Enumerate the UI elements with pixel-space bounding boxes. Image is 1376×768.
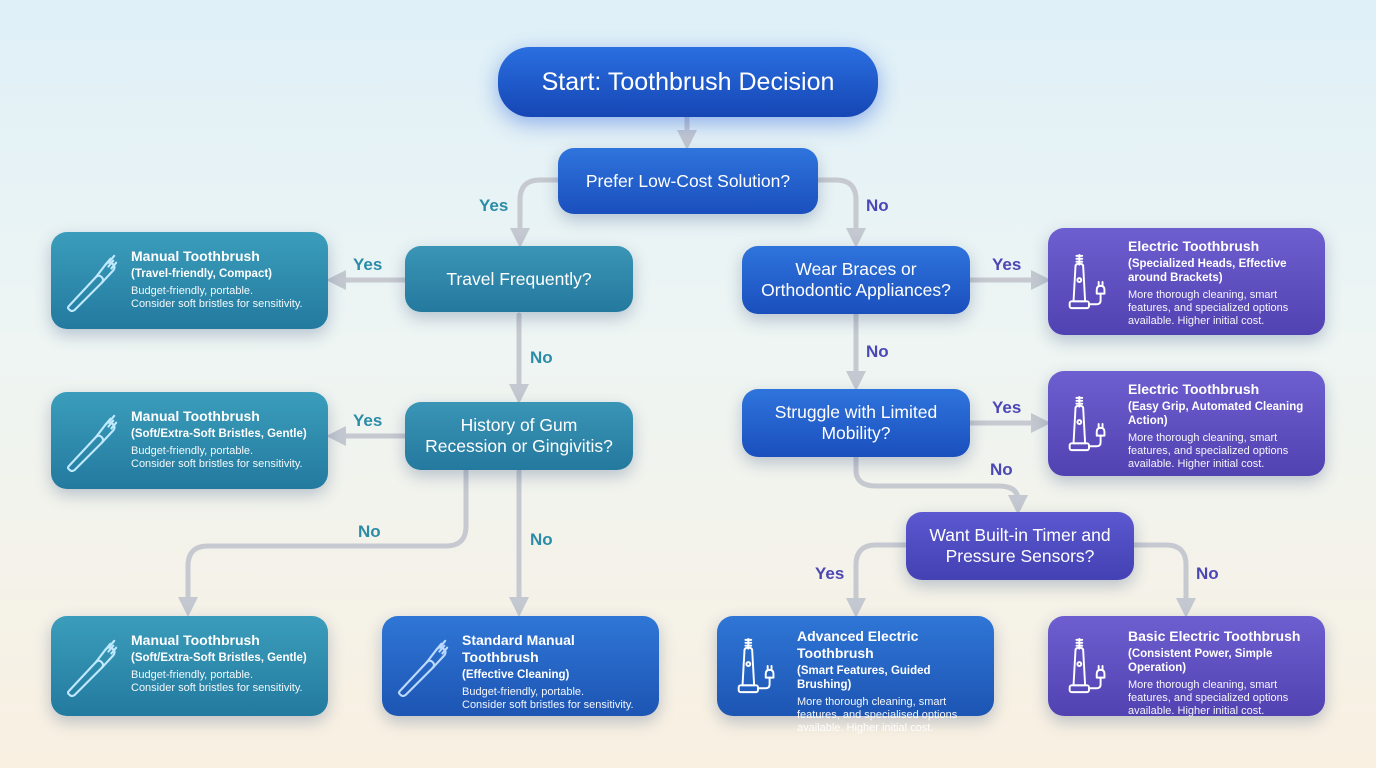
- electric-toothbrush-icon: [1068, 395, 1106, 451]
- edge-label-mobility-yes: Yes: [992, 398, 1022, 417]
- outcome-basic-electric-desc: More thorough cleaning, smart features, …: [1128, 679, 1289, 717]
- electric-toothbrush-icon: [1068, 637, 1106, 694]
- outcome-electric-mobility: Electric Toothbrush (Easy Grip, Automate…: [1048, 371, 1325, 476]
- outcome-advanced-electric-desc: More thorough cleaning, smart features, …: [797, 696, 958, 734]
- edge-label-timer-no: No: [1196, 564, 1219, 583]
- manual-toothbrush-icon: [66, 639, 118, 697]
- outcome-manual-soft-1-title: Manual Toothbrush: [131, 408, 260, 424]
- outcome-electric-mobility-title: Electric Toothbrush: [1128, 381, 1260, 397]
- outcome-electric-mobility-subtitle: (Easy Grip, Automated Cleaning Action): [1128, 401, 1304, 427]
- outcome-manual-travel: Manual Toothbrush (Travel-friendly, Comp…: [51, 232, 328, 329]
- outcome-basic-electric-subtitle: (Consistent Power, Simple Operation): [1128, 648, 1273, 674]
- start-label: Start: Toothbrush Decision: [541, 67, 835, 96]
- outcome-advanced-electric-title: Advanced Electric Toothbrush: [797, 628, 919, 661]
- edge-label-travel-yes: Yes: [353, 255, 383, 274]
- outcome-electric-braces: Electric Toothbrush (Specialized Heads, …: [1048, 228, 1325, 335]
- outcome-advanced-electric: Advanced Electric Toothbrush (Smart Feat…: [717, 616, 994, 734]
- outcome-basic-electric: Basic Electric Toothbrush (Consistent Po…: [1048, 616, 1325, 717]
- start-node: Start: Toothbrush Decision: [498, 47, 878, 117]
- outcome-manual-travel-desc: Budget-friendly, portable. Consider soft…: [131, 285, 303, 310]
- outcome-manual-travel-title: Manual Toothbrush: [131, 248, 260, 264]
- outcome-electric-mobility-desc: More thorough cleaning, smart features, …: [1128, 432, 1289, 470]
- edge-timer-yes: [846, 542, 909, 618]
- outcome-manual-soft-1: Manual Toothbrush (Soft/Extra-Soft Brist…: [51, 392, 328, 489]
- electric-toothbrush-icon: [737, 637, 775, 694]
- outcome-electric-braces-title: Electric Toothbrush: [1128, 238, 1260, 254]
- question-gum-recession-label: History of Gum Recession or Gingivitis?: [425, 415, 613, 456]
- edge-label-timer-yes: Yes: [815, 564, 845, 583]
- question-mobility: Struggle with Limited Mobility?: [742, 389, 970, 457]
- edge-mobility-no: [853, 455, 1028, 515]
- outcome-electric-braces-subtitle: (Specialized Heads, Effective around Bra…: [1128, 258, 1287, 284]
- manual-toothbrush-icon: [397, 639, 449, 697]
- outcome-manual-soft-2-title: Manual Toothbrush: [131, 632, 260, 648]
- edge-gum-no-left: [178, 468, 469, 617]
- question-low-cost: Prefer Low-Cost Solution?: [558, 148, 818, 214]
- question-mobility-label: Struggle with Limited Mobility?: [774, 402, 938, 443]
- outcome-standard-manual-title: Standard Manual Toothbrush: [462, 632, 575, 665]
- manual-toothbrush-icon: [66, 414, 118, 472]
- edge-lowcost-yes: [510, 177, 561, 248]
- outcome-manual-travel-subtitle: (Travel-friendly, Compact): [131, 268, 273, 280]
- edge-label-lowcost-no: No: [866, 196, 889, 215]
- edge-label-mobility-no: No: [990, 460, 1013, 479]
- question-timer-label: Want Built-in Timer and Pressure Sensors…: [929, 525, 1111, 566]
- question-braces-label: Wear Braces or Orthodontic Appliances?: [761, 259, 951, 300]
- edge-label-gum-no-down: No: [530, 530, 553, 549]
- electric-toothbrush-icon: [1068, 253, 1106, 309]
- question-timer: Want Built-in Timer and Pressure Sensors…: [906, 512, 1134, 580]
- edge-timer-no: [1131, 542, 1196, 618]
- edge-label-lowcost-yes: Yes: [479, 196, 509, 215]
- outcome-standard-manual: Standard Manual Toothbrush (Effective Cl…: [382, 616, 659, 716]
- question-travel-label: Travel Frequently?: [446, 268, 592, 289]
- outcome-advanced-electric-subtitle: (Smart Features, Guided Brushing): [797, 665, 931, 691]
- outcome-manual-soft-2-subtitle: (Soft/Extra-Soft Bristles, Gentle): [131, 652, 307, 664]
- outcome-manual-soft-1-desc: Budget-friendly, portable. Consider soft…: [131, 445, 303, 470]
- edge-label-braces-no: No: [866, 342, 889, 361]
- outcome-manual-soft-2: Manual Toothbrush (Soft/Extra-Soft Brist…: [51, 616, 328, 716]
- outcome-manual-soft-1-subtitle: (Soft/Extra-Soft Bristles, Gentle): [131, 428, 307, 440]
- outcome-electric-braces-desc: More thorough cleaning, smart features, …: [1128, 289, 1289, 327]
- edge-lowcost-no: [815, 177, 866, 248]
- question-low-cost-label: Prefer Low-Cost Solution?: [585, 170, 791, 191]
- edge-label-gum-yes: Yes: [353, 411, 383, 430]
- manual-toothbrush-icon: [66, 254, 118, 312]
- outcome-basic-electric-title: Basic Electric Toothbrush: [1128, 628, 1301, 644]
- outcome-standard-manual-desc: Budget-friendly, portable. Consider soft…: [462, 686, 634, 711]
- outcome-standard-manual-subtitle: (Effective Cleaning): [462, 669, 570, 681]
- question-travel: Travel Frequently?: [405, 246, 633, 312]
- edge-label-travel-no: No: [530, 348, 553, 367]
- edge-label-braces-yes: Yes: [992, 255, 1022, 274]
- question-braces: Wear Braces or Orthodontic Appliances?: [742, 246, 970, 314]
- edge-label-gum-no-left: No: [358, 522, 381, 541]
- outcome-manual-soft-2-desc: Budget-friendly, portable. Consider soft…: [131, 669, 303, 694]
- question-gum-recession: History of Gum Recession or Gingivitis?: [405, 402, 633, 470]
